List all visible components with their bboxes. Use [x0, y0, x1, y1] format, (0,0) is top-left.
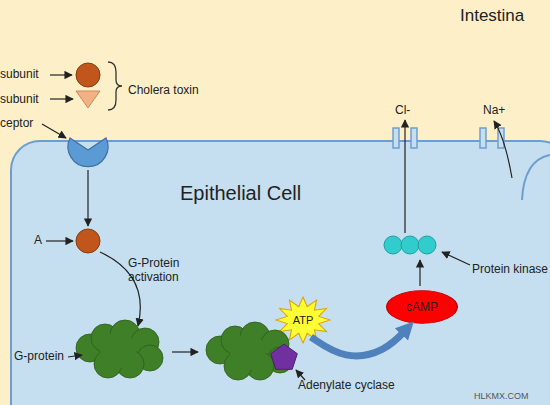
a-subunit-circle — [76, 63, 100, 87]
part-label: Na+ — [483, 103, 505, 117]
leader-arrow — [42, 124, 66, 138]
part-label: subunit — [0, 67, 39, 81]
camp-ellipse: cAMP — [386, 290, 458, 324]
leader-arrow — [50, 74, 72, 75]
part-label: Cholera toxin — [128, 83, 199, 97]
leader-arrow — [50, 98, 73, 99]
b-subunit-triangle — [76, 91, 100, 108]
epithelial-cell: Epithelial CellATP cAMP — [10, 140, 550, 405]
atp-star: ATP — [276, 297, 330, 343]
part-label: subunit — [0, 92, 39, 106]
part-label: ceptor — [0, 116, 33, 130]
part-label: Intestina — [460, 6, 524, 26]
star-shape — [276, 297, 330, 343]
bracket — [108, 62, 122, 110]
part-label: Cl- — [395, 103, 410, 117]
node-text: cAMP — [386, 290, 458, 324]
ellipse-shape — [387, 291, 458, 324]
node-text: ATP — [276, 297, 330, 343]
node-text: Epithelial Cell — [180, 182, 301, 205]
